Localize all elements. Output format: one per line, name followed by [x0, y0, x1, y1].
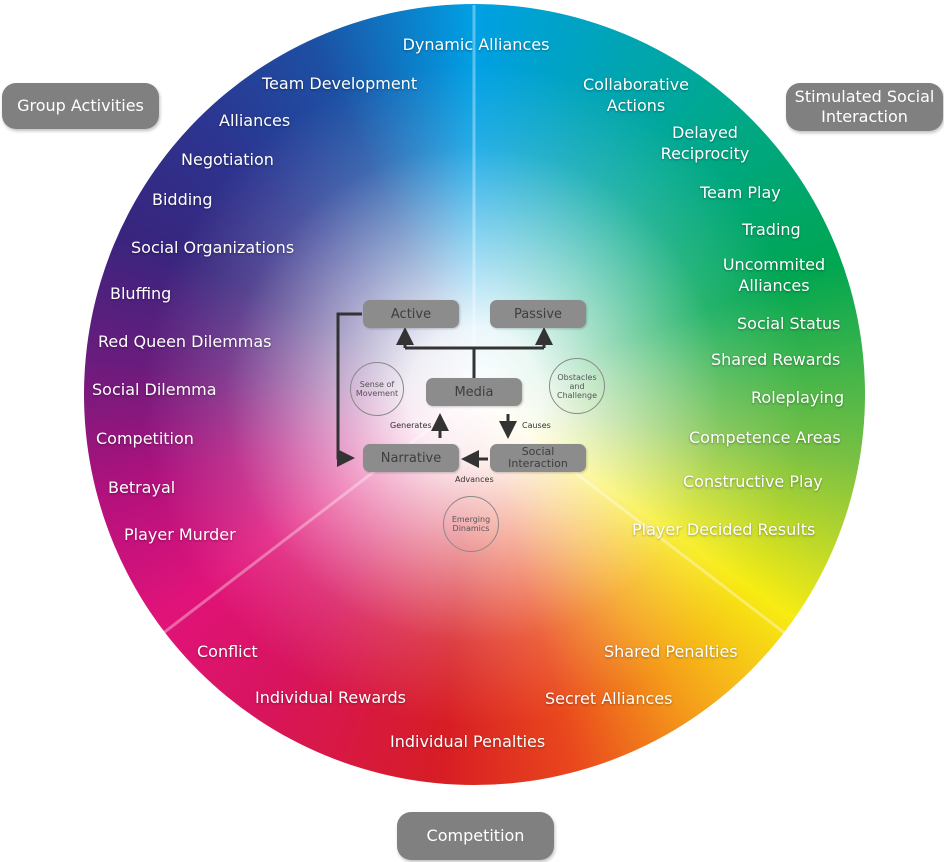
label-alliances: Alliances [219, 111, 291, 130]
label-bidding: Bidding [152, 190, 213, 209]
node-passive: Passive [490, 300, 586, 328]
node-media: Media [426, 378, 522, 406]
label-advances: Advances [455, 475, 494, 484]
ring-sense-of-movement: Sense of Movement [350, 362, 404, 416]
corner-competition: Competition [397, 812, 554, 860]
connector-active-narrative [336, 312, 362, 467]
label-shared-rewards: Shared Rewards [711, 350, 841, 369]
label-delayed-reciprocity: Delayed Reciprocity [660, 123, 750, 163]
label-dynamic-alliances: Dynamic Alliances [402, 35, 550, 54]
label-player-decided-results: Player Decided Results [632, 520, 816, 539]
divider-lower-right [473, 393, 787, 636]
ring-emerging-dinamics-label: Emerging Dinamics [451, 515, 491, 533]
label-social-status: Social Status [737, 314, 841, 333]
node-passive-label: Passive [513, 306, 563, 322]
label-causes: Causes [522, 421, 551, 430]
corner-group-activities: Group Activities [2, 83, 159, 129]
corner-stimulated-social-interaction: Stimulated Social Interaction [786, 83, 943, 131]
ring-sense-of-movement-label: Sense of Movement [355, 380, 399, 398]
label-bluffing: Bluffing [110, 284, 172, 303]
node-social-interaction: Social Interaction [490, 444, 586, 472]
label-trading: Trading [742, 220, 801, 239]
label-red-queen-dilemmas: Red Queen Dilemmas [98, 332, 272, 351]
node-narrative: Narrative [363, 444, 459, 472]
label-betrayal: Betrayal [108, 478, 176, 497]
corner-competition-label: Competition [426, 826, 525, 845]
label-secret-alliances: Secret Alliances [545, 689, 673, 708]
label-competition: Competition [96, 429, 194, 448]
node-narrative-label: Narrative [380, 450, 442, 466]
divider-lower-left [161, 393, 475, 636]
label-uncommited-alliances: Uncommited Alliances [722, 255, 826, 295]
label-negotiation: Negotiation [181, 150, 274, 169]
label-generates: Generates [390, 421, 432, 430]
corner-stimulated-social-interaction-label: Stimulated Social Interaction [794, 87, 935, 126]
node-media-label: Media [454, 384, 494, 400]
label-competence-areas: Competence Areas [689, 428, 841, 447]
label-individual-rewards: Individual Rewards [255, 688, 406, 707]
label-constructive-play: Constructive Play [683, 472, 823, 491]
label-roleplaying: Roleplaying [751, 388, 845, 407]
node-active-label: Active [390, 306, 432, 322]
label-individual-penalties: Individual Penalties [390, 732, 546, 751]
ring-obstacles-and-challenge-label: Obstacles and Challenge [557, 372, 597, 400]
ring-obstacles-and-challenge: Obstacles and Challenge [549, 358, 605, 414]
label-conflict: Conflict [197, 642, 258, 661]
node-social-interaction-label: Social Interaction [508, 445, 568, 470]
label-team-development: Team Development [262, 74, 418, 93]
node-active: Active [363, 300, 459, 328]
label-collaborative-actions: Collaborative Actions [582, 75, 690, 115]
label-social-organizations: Social Organizations [131, 238, 295, 257]
ring-emerging-dinamics: Emerging Dinamics [443, 496, 499, 552]
label-player-murder: Player Murder [124, 525, 236, 544]
label-shared-penalties: Shared Penalties [604, 642, 738, 661]
label-team-play: Team Play [700, 183, 781, 202]
label-social-dilemma: Social Dilemma [92, 380, 217, 399]
corner-group-activities-label: Group Activities [17, 96, 144, 115]
